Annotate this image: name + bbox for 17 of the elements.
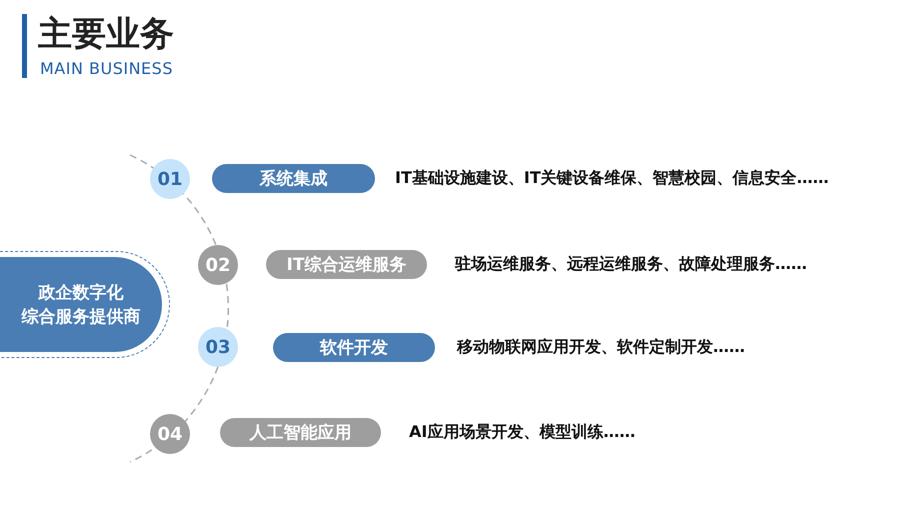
category-pill: 系统集成 [212,164,375,193]
subtitle: MAIN BUSINESS [40,59,173,79]
description-text: IT基础设施建设、IT关键设备维保、智慧校园、信息安全…… [395,168,829,188]
description-text: 移动物联网应用开发、软件定制开发…… [457,337,745,357]
number-circle: 01 [150,159,190,199]
title: 主要业务 [38,13,174,56]
number-circle: 04 [150,414,190,454]
category-pill: 人工智能应用 [220,418,381,447]
description-text: AI应用场景开发、模型训练…… [409,422,636,442]
hub-text: 政企数字化 [37,282,124,304]
category-pill: 软件开发 [273,333,435,362]
hub-text: 综合服务提供商 [20,306,140,328]
number-circle: 03 [198,327,238,367]
description-text: 驻场运维服务、远程运维服务、故障处理服务…… [455,254,807,274]
number-circle: 02 [198,245,238,285]
hub-box [0,257,162,352]
category-pill: IT综合运维服务 [266,250,427,279]
